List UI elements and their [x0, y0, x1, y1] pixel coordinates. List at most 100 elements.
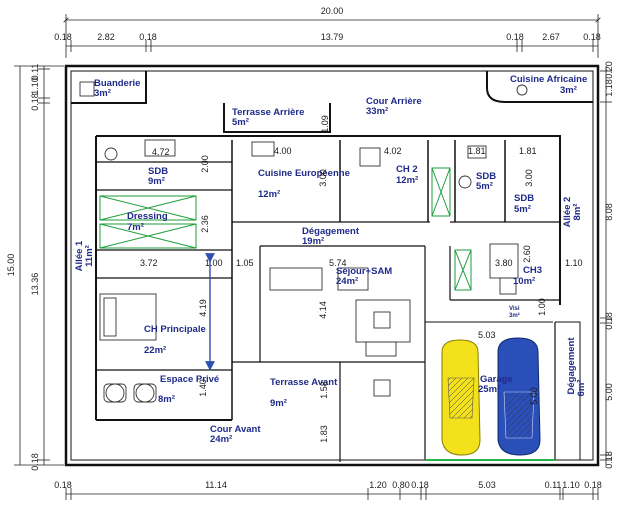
dim-top-seg: 13.79 [321, 32, 344, 42]
room-area: 3m² [560, 85, 577, 96]
room-area: 12m² [396, 175, 418, 186]
dim-left-seg: 0.18 [30, 93, 40, 111]
room-area: 22m² [144, 345, 166, 356]
inner-dim: 4.02 [384, 146, 402, 156]
dim-bottom-seg: 0.18 [584, 480, 602, 490]
inner-dim: 2.36 [200, 215, 210, 233]
dim-top-seg: 2.82 [97, 32, 115, 42]
inner-dim: 4.14 [318, 301, 328, 319]
inner-dim: 1.00 [537, 298, 547, 316]
inner-dim: 1.10 [565, 258, 583, 268]
inner-dim: 1.83 [319, 425, 329, 443]
car-yellow [441, 339, 481, 456]
room-name: Allée 2 [562, 197, 573, 228]
room-area: 5m² [232, 117, 249, 128]
room-area: 6m² [576, 380, 587, 397]
dim-top-total: 20.00 [321, 6, 344, 16]
room-name: Dégagement [302, 226, 360, 237]
inner-dim: 1.58 [319, 381, 329, 399]
room-area: 12m² [258, 189, 280, 200]
inner-dim: 5.74 [329, 258, 347, 268]
inner-dim: 3.00 [524, 169, 534, 187]
car-blue [497, 337, 541, 456]
dim-left-seg: 13.36 [30, 273, 40, 296]
room-name: Visi [509, 306, 520, 312]
inner-dim: 2.00 [200, 155, 210, 173]
dim-left-seg: 1.10 [30, 77, 40, 95]
room-name: Cour Avant [210, 424, 261, 435]
dim-right-seg: 0.18 [604, 312, 614, 330]
dim-top-seg: 0.18 [54, 32, 72, 42]
room-area: 24m² [336, 276, 358, 287]
dim-left-seg: 0.18 [30, 453, 40, 471]
inner-dim: 4.00 [274, 146, 292, 156]
furniture [79, 81, 528, 403]
dim-bottom-seg: 1.10 [562, 480, 580, 490]
inner-dimensions: 4.72 4.00 1.09 4.02 1.81 1.81 2.00 3.00 … [140, 115, 583, 443]
room-name: SDB [514, 193, 534, 204]
room-area: 7m² [127, 222, 144, 233]
room-name: Buanderie [94, 78, 140, 89]
room-area: 5m² [476, 181, 493, 192]
dim-right-seg: 8.08 [604, 203, 614, 221]
dimension-lines [14, 14, 612, 500]
room-name: CH 2 [396, 164, 418, 175]
dim-left-total: 15.00 [6, 254, 16, 277]
room-name: Allée 1 [74, 240, 85, 271]
dim-right-seg: 5.00 [604, 383, 614, 401]
inner-dim: 1.81 [519, 146, 537, 156]
room-name: CH3 [523, 265, 542, 276]
dressing-shelves [99, 167, 472, 291]
room-area: 9m² [270, 398, 287, 409]
inner-dim: 1.09 [320, 115, 330, 133]
room-area: 8m² [572, 204, 583, 221]
room-name: SDB [148, 166, 168, 177]
inner-dim: 2.60 [522, 245, 532, 263]
dim-bottom-seg: 0.80 [392, 480, 410, 490]
room-name: SDB [476, 171, 496, 182]
inner-dim: 4.19 [198, 299, 208, 317]
dim-top-seg: 0.18 [583, 32, 601, 42]
dim-top-seg: 0.18 [139, 32, 157, 42]
inner-dim: 1.00 [205, 258, 223, 268]
room-area: 33m² [366, 106, 388, 117]
room-labels: Buanderie 3m² Terrasse Arrière 5m² Cour … [74, 74, 587, 445]
dim-bottom-seg: 0.18 [411, 480, 429, 490]
room-name: Cuisine Africaine [510, 74, 587, 85]
room-area: 19m² [302, 236, 324, 247]
room-area: 25m² [478, 384, 500, 395]
inner-dim: 1.40 [198, 379, 208, 397]
room-name: Séjour+SAM [336, 266, 392, 277]
dim-left-seg: 0.11 [30, 64, 40, 81]
walls [64, 64, 600, 467]
room-area: 5m² [514, 204, 531, 215]
dim-bottom-seg: 1.20 [369, 480, 387, 490]
room-name: Dégagement [566, 337, 577, 395]
dim-bottom-seg: 0.18 [54, 480, 72, 490]
inner-dim: 3.80 [495, 258, 513, 268]
room-name: Cour Arrière [366, 96, 422, 107]
inner-dim: 1.05 [236, 258, 254, 268]
dim-bottom-seg: 11.14 [205, 480, 227, 490]
inner-dim: 3.72 [140, 258, 158, 268]
room-name: Terrasse Arrière [232, 107, 304, 118]
dim-top-seg: 0.18 [506, 32, 524, 42]
room-area: 8m² [158, 394, 175, 405]
inner-dim: 5.03 [478, 330, 496, 340]
dim-right-seg: 0.20 [604, 61, 614, 79]
room-area: 9m² [148, 176, 165, 187]
room-area: 3m² [509, 312, 520, 319]
inner-dim: 3.00 [318, 169, 328, 187]
dim-top-seg: 2.67 [542, 32, 560, 42]
room-name: Espace Privé [160, 374, 219, 385]
room-name: Garage [480, 374, 513, 385]
inner-dim: 1.81 [468, 146, 486, 156]
dim-right-seg: 0.18 [604, 451, 614, 469]
inner-dim: 5.00 [529, 387, 539, 405]
room-name: Dressing [127, 211, 168, 222]
room-area: 11m² [84, 245, 95, 267]
inner-dim: 4.72 [152, 147, 170, 157]
room-name: Terrasse Avant [270, 377, 338, 388]
